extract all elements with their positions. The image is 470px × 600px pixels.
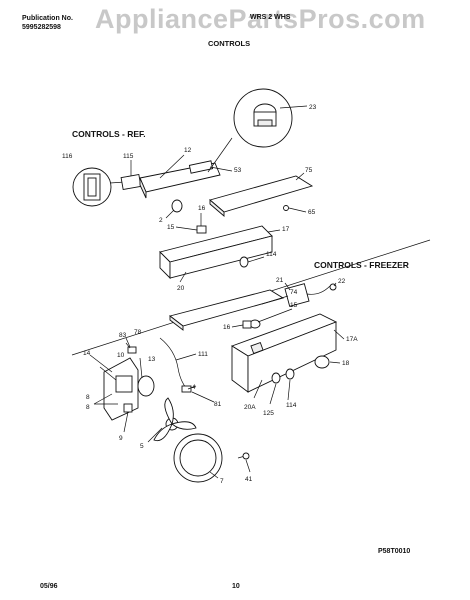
section-label-ref: CONTROLS - REF. xyxy=(72,129,146,139)
callout-16-ref: 16 xyxy=(198,205,206,212)
callout-10: 10 xyxy=(117,352,125,359)
callout-81: 81 xyxy=(214,401,222,408)
callout-116: 116 xyxy=(62,153,73,160)
model-number: WRS 2 WHS xyxy=(250,14,291,21)
callout-16-freezer: 16 xyxy=(223,324,231,331)
part-16-lamp-socket-ref[interactable] xyxy=(196,225,207,234)
drawing-code: P58T0010 xyxy=(378,548,411,555)
callout-15-ref: 15 xyxy=(167,224,175,231)
callout-83: 83 xyxy=(119,332,127,339)
callout-5: 5 xyxy=(140,443,144,450)
part-23-thermostat-inset[interactable] xyxy=(233,88,293,148)
callout-125: 125 xyxy=(263,410,274,417)
part-53[interactable] xyxy=(188,160,214,174)
part-2-knob[interactable] xyxy=(171,199,183,213)
section-label-freezer: CONTROLS - FREEZER xyxy=(314,260,409,270)
section-title: CONTROLS xyxy=(208,39,251,48)
callout-2: 2 xyxy=(159,217,163,224)
callout-14: 14 xyxy=(83,350,91,357)
callout-7: 7 xyxy=(220,478,224,485)
part-74-cover-plate[interactable] xyxy=(168,289,285,331)
callout-75: 75 xyxy=(305,167,313,174)
callout-20: 20 xyxy=(177,285,185,292)
publication-block: Publication No. 5995282598 xyxy=(22,14,73,32)
callout-53: 53 xyxy=(234,167,242,174)
part-10-fan-motor[interactable] xyxy=(137,375,155,397)
leader-23 xyxy=(279,105,308,109)
callout-41: 41 xyxy=(245,476,253,483)
callout-9: 9 xyxy=(119,435,123,442)
part-111-wire-harness[interactable] xyxy=(159,337,192,393)
part-41-screw[interactable] xyxy=(237,452,250,460)
part-116-switch-inset[interactable] xyxy=(72,167,112,207)
leader-lines xyxy=(89,154,345,479)
part-18-knob[interactable] xyxy=(314,355,330,369)
part-83-78-clip[interactable] xyxy=(127,346,137,354)
callout-115: 115 xyxy=(123,153,134,160)
callout-23: 23 xyxy=(309,104,317,111)
callout-8b: 8 xyxy=(86,404,90,411)
part-125-knob[interactable] xyxy=(271,372,281,384)
part-17a-control-housing[interactable] xyxy=(230,313,338,393)
part-9-grommet[interactable] xyxy=(123,403,133,413)
callout-18: 18 xyxy=(342,360,350,367)
callout-114-freezer: 114 xyxy=(286,402,297,409)
callout-65: 65 xyxy=(308,209,316,216)
page-number: 10 xyxy=(232,583,240,590)
publication-label: Publication No. xyxy=(22,15,73,22)
callout-20a: 20A xyxy=(244,404,256,411)
part-65-screw[interactable] xyxy=(283,205,289,211)
callout-4: 4 xyxy=(192,384,196,391)
callout-12: 12 xyxy=(184,147,192,154)
callout-114-ref: 114 xyxy=(266,251,277,258)
watermark: AppliancePartsPros.com xyxy=(95,4,426,34)
callout-13: 13 xyxy=(148,356,156,363)
part-21-thermostat[interactable] xyxy=(284,283,331,307)
callout-111: 111 xyxy=(198,351,208,358)
callout-74: 74 xyxy=(290,289,298,296)
part-75-cover-plate[interactable] xyxy=(209,175,314,217)
publication-number: 5995282598 xyxy=(22,24,61,31)
part-16-bulb-freezer[interactable] xyxy=(242,319,261,329)
part-7-fan-shroud[interactable] xyxy=(173,433,223,483)
callout-21: 21 xyxy=(276,277,284,284)
part-115-connector[interactable] xyxy=(120,174,142,190)
part-114-knob-freezer[interactable] xyxy=(285,368,295,380)
part-5-fan-blade[interactable] xyxy=(153,397,197,442)
leader-23-inset xyxy=(207,137,233,173)
part-17-control-box-ref[interactable] xyxy=(159,225,273,280)
part-114-knob-ref[interactable] xyxy=(239,256,249,268)
callout-17: 17 xyxy=(282,226,290,233)
callout-8a: 8 xyxy=(86,394,90,401)
callout-22: 22 xyxy=(338,278,346,285)
callout-78: 78 xyxy=(134,329,142,336)
callout-17a: 17A xyxy=(346,336,358,343)
part-13-motor-bracket[interactable] xyxy=(103,357,139,421)
footer-date: 05/96 xyxy=(40,583,58,590)
callout-15-freezer: 15 xyxy=(290,302,298,309)
